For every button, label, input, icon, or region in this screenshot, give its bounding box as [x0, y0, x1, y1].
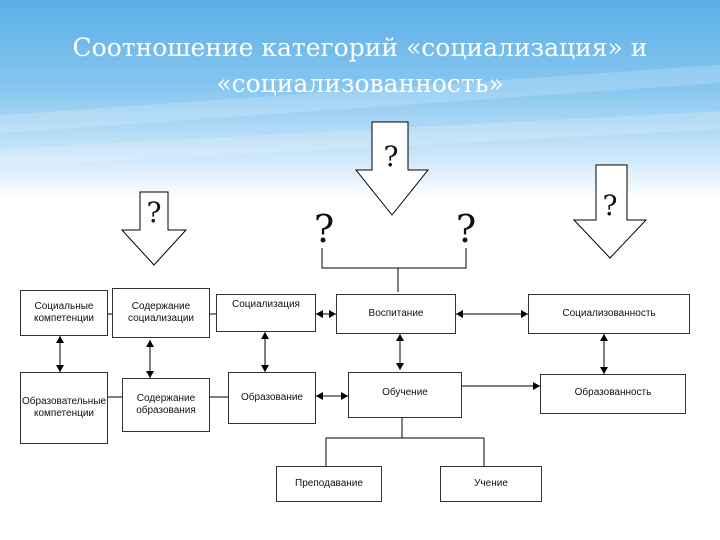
slide-title: Соотношение категорий «социализация» и «…	[20, 30, 700, 102]
title-line-2: «социализованность»	[216, 69, 504, 98]
brace-line	[321, 248, 467, 269]
question-mark-mid-left: ?	[314, 207, 334, 251]
box-socializedness: Социализованность	[528, 294, 690, 334]
box-studying: Учение	[440, 466, 542, 502]
box-socialization: Социализация	[216, 294, 316, 332]
box-social-competences: Социальные компетенции	[20, 290, 108, 336]
box-educatedness: Образованность	[540, 374, 686, 414]
box-socialization-content: Содержание социализации	[112, 288, 210, 338]
box-education-content: Содержание образования	[122, 378, 210, 432]
question-mark-left: ?	[146, 196, 161, 229]
box-teaching: Преподавание	[276, 466, 382, 502]
down-arrow-center	[354, 121, 430, 216]
question-mark-mid-right: ?	[456, 207, 476, 251]
box-learning: Обучение	[348, 372, 462, 418]
question-mark-right: ?	[602, 189, 617, 222]
down-arrow-right	[572, 164, 648, 259]
title-line-1: Соотношение категорий «социализация» и	[72, 33, 648, 62]
box-education: Образование	[228, 372, 316, 424]
question-mark-center: ?	[383, 140, 398, 173]
box-upbringing: Воспитание	[336, 294, 456, 334]
box-educational-competences: Образовательные компетенции	[20, 372, 108, 444]
down-arrow-left	[120, 191, 188, 266]
